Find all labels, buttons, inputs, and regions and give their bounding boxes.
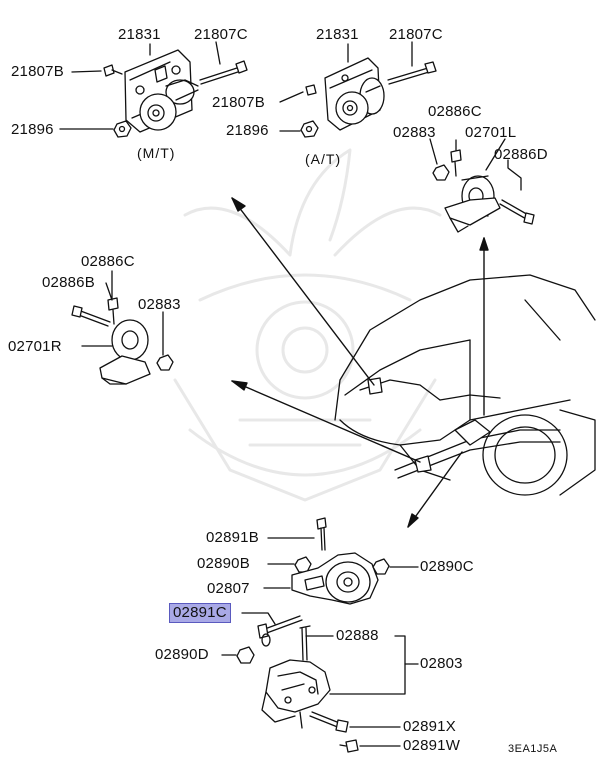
label-02890d[interactable]: 02890D [155, 646, 209, 663]
label-02891w[interactable]: 02891W [403, 737, 461, 754]
car-body-drawing [334, 274, 596, 496]
label-02891x[interactable]: 02891X [403, 718, 456, 735]
label-02803[interactable]: 02803 [420, 655, 463, 672]
right-mount-drawing [71, 270, 174, 385]
label-02891c-highlighted[interactable]: 02891C [169, 603, 231, 623]
transmission-mount-drawing [221, 517, 419, 753]
diagram-code: 3EA1J5A [508, 743, 558, 755]
label-02701l[interactable]: 02701L [465, 124, 517, 141]
label-21896-at[interactable]: 21896 [226, 122, 269, 139]
label-02888[interactable]: 02888 [336, 627, 379, 644]
label-02883-right[interactable]: 02883 [393, 124, 436, 141]
label-mt-variant: (M/T) [137, 145, 176, 161]
label-21807b-at[interactable]: 21807B [212, 94, 265, 111]
label-02883-left[interactable]: 02883 [138, 296, 181, 313]
left-mount-drawing [429, 138, 535, 233]
label-02886d[interactable]: 02886D [494, 146, 548, 163]
watermark-logo [173, 148, 442, 502]
label-21807b-mt[interactable]: 21807B [11, 63, 64, 80]
label-21896-mt[interactable]: 21896 [11, 121, 54, 138]
callout-arrows [231, 197, 489, 528]
label-21807c-at[interactable]: 21807C [389, 26, 443, 43]
label-21807c-mt[interactable]: 21807C [194, 26, 248, 43]
at-mount-drawing [279, 41, 437, 138]
label-02886c-right[interactable]: 02886C [428, 103, 482, 120]
label-02886c-left[interactable]: 02886C [81, 253, 135, 270]
label-21831-at[interactable]: 21831 [316, 26, 359, 43]
label-02701r[interactable]: 02701R [8, 338, 62, 355]
label-02807[interactable]: 02807 [207, 580, 250, 597]
label-02890c[interactable]: 02890C [420, 558, 474, 575]
label-02891b[interactable]: 02891B [206, 529, 259, 546]
label-02886b[interactable]: 02886B [42, 274, 95, 291]
label-at-variant: (A/T) [305, 151, 342, 167]
label-21831-mt[interactable]: 21831 [118, 26, 161, 43]
label-02890b[interactable]: 02890B [197, 555, 250, 572]
mt-mount-drawing [59, 41, 248, 138]
